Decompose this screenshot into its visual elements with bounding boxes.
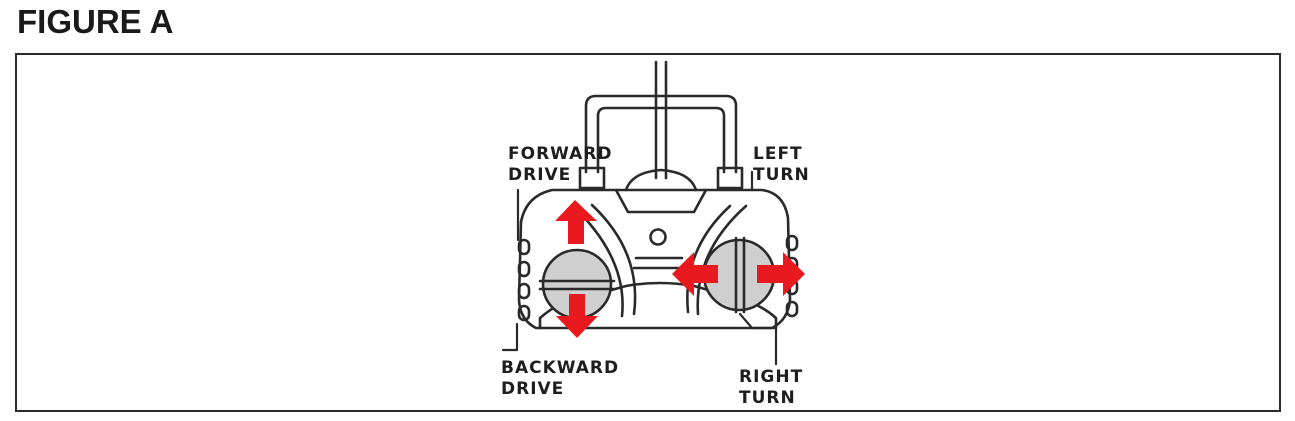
label-backward-drive: BACKWARD DRIVE [501,358,619,399]
backward-leader [501,322,519,352]
svg-text:LEFT: LEFT [753,144,803,164]
antenna [654,60,668,180]
left-joystick [538,248,616,320]
power-led [649,228,667,246]
svg-text:DRIVE: DRIVE [508,165,571,185]
figure-title: FIGURE A [17,3,174,40]
right-leader [738,312,778,366]
leader-lines [501,170,778,366]
left-turn-arrow [672,252,718,296]
svg-text:RIGHT: RIGHT [739,367,803,387]
right-turn-arrow [757,252,805,296]
svg-text:FORWARD: FORWARD [508,144,613,164]
svg-text:TURN: TURN [753,165,810,185]
backward-arrow [556,294,598,338]
svg-text:BACKWARD: BACKWARD [501,358,619,378]
handle [578,94,744,190]
figure-frame [15,53,1281,412]
forward-arrow [555,200,597,244]
svg-text:DRIVE: DRIVE [501,379,564,399]
label-forward-drive: FORWARD DRIVE [508,144,613,185]
svg-text:TURN: TURN [739,388,796,408]
label-left-turn: LEFT TURN [753,144,810,185]
left-grip [517,238,531,322]
label-right-turn: RIGHT TURN [739,367,803,408]
